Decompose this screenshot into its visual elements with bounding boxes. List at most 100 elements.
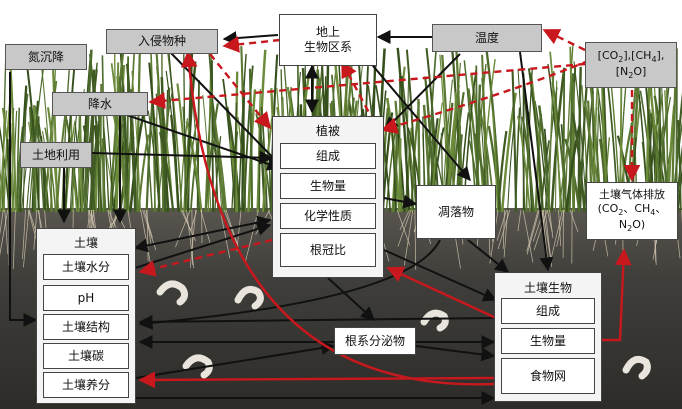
vegetation-title: 植被 [315,124,340,138]
root-strand [399,209,410,231]
grass-blade [83,49,93,213]
soil-gas-title: 土壤气体排放 [599,187,665,201]
grass-blade [103,126,110,213]
grass-blade [571,112,586,213]
grass-blade [405,49,418,213]
vegetation-composition-node: 组成 [280,143,376,169]
grass-blade [125,63,137,213]
vegetation-biomass-node: 生物量 [280,173,376,199]
grass-blade [148,62,161,213]
grass-blade [189,137,200,213]
grass-blade [564,43,574,213]
grass-blade [517,115,531,213]
root-strand [396,209,411,246]
grass-blade [50,65,57,213]
grass-blade [491,111,499,213]
soil-title: 土壤 [73,236,98,250]
grass-blade [396,47,411,213]
grass-blade [109,49,125,213]
root-exudates-node: 根系分泌物 [334,327,416,355]
grass-blade [101,55,106,213]
atmospheric-gases-label: [CO2],[CH4],[N2O] [597,48,665,81]
grass-blade [183,45,187,213]
grass-blade [507,124,515,213]
root-strand [397,209,412,247]
grass-blade [16,107,21,213]
grass-blade [115,62,120,213]
grass-blade [517,69,526,213]
grass-blade [185,123,197,213]
root-strand [503,209,509,258]
grass-blade [241,89,246,213]
grass-blade [160,76,167,213]
red-arrows [138,28,641,389]
soil-biota-composition-node: 组成 [501,298,595,324]
grass-blade [210,94,223,213]
grass-blade [0,110,8,213]
grass-blade [229,140,239,213]
soil-grubs [156,280,651,380]
grass-blade [248,68,254,213]
grass-blade [521,116,535,213]
grass-blade [61,67,71,213]
root-strand [4,209,9,255]
vegetation-root-shoot-ratio-node: 根冠比 [280,233,376,267]
soil-biota-biomass-node: 生物量 [501,328,595,354]
grass-blade [204,90,213,213]
root-strand [558,209,562,246]
grass-blade [147,110,160,213]
grass-blade [129,113,145,213]
soil-moisture-node: 土壤水分 [43,254,129,280]
grass-blade [677,119,682,213]
root-strand [0,209,9,256]
grass-blade [166,46,183,213]
root-strand [23,209,30,268]
root-strand [0,209,4,236]
root-strand [33,209,38,250]
root-strand [556,209,565,247]
grass-blade [577,66,582,213]
nitrogen-deposition-node: 氮沉降 [5,44,87,70]
grass-blade [136,48,142,213]
grass-blade [101,138,105,213]
soil-biota-food-web-node: 食物网 [501,358,595,394]
root-strand [569,209,579,233]
grass-blade [401,75,415,213]
grass-blade [391,128,397,213]
root-strand [12,209,16,269]
root-strand [517,209,522,232]
soil-nutrients-node: 土壤养分 [43,372,129,398]
litter-node: 凋落物 [416,185,496,239]
grass-blade [26,69,41,213]
root-strand [497,209,511,250]
root-strand [533,209,548,251]
grass-blade [202,94,212,213]
precipitation-node: 降水 [52,92,148,116]
grass-blade [213,122,228,213]
grass-blade [185,121,203,213]
vegetation-chemistry-node: 化学性质 [280,203,376,229]
land-use-node: 土地利用 [20,142,92,168]
grass-blade [137,134,150,213]
grass-blade [0,168,6,213]
root-strand [526,209,540,255]
grass-blade [549,51,562,213]
grass-blade [548,71,555,213]
invasive-species-node: 入侵物种 [106,29,218,54]
grass-blade [165,70,180,213]
grass-blade [565,125,581,213]
root-strand [532,209,545,242]
grass-blade [573,61,587,213]
soil-gas-species: (CO2、CH4、N2O) [597,201,667,234]
grass-blade [562,67,566,213]
grass-blade [149,47,156,213]
grass-blade [145,102,154,213]
grass-blade [40,136,46,213]
soil-ph-node: pH [43,285,129,311]
soil-biota-title: 土壤生物 [523,281,572,295]
root-strand [496,209,507,241]
soil-structure-node: 土壤结构 [43,314,129,340]
atmospheric-gases-node: [CO2],[CH4],[N2O] [585,42,677,88]
soil-carbon-node: 土壤碳 [43,343,129,369]
grass-blade [497,130,508,213]
